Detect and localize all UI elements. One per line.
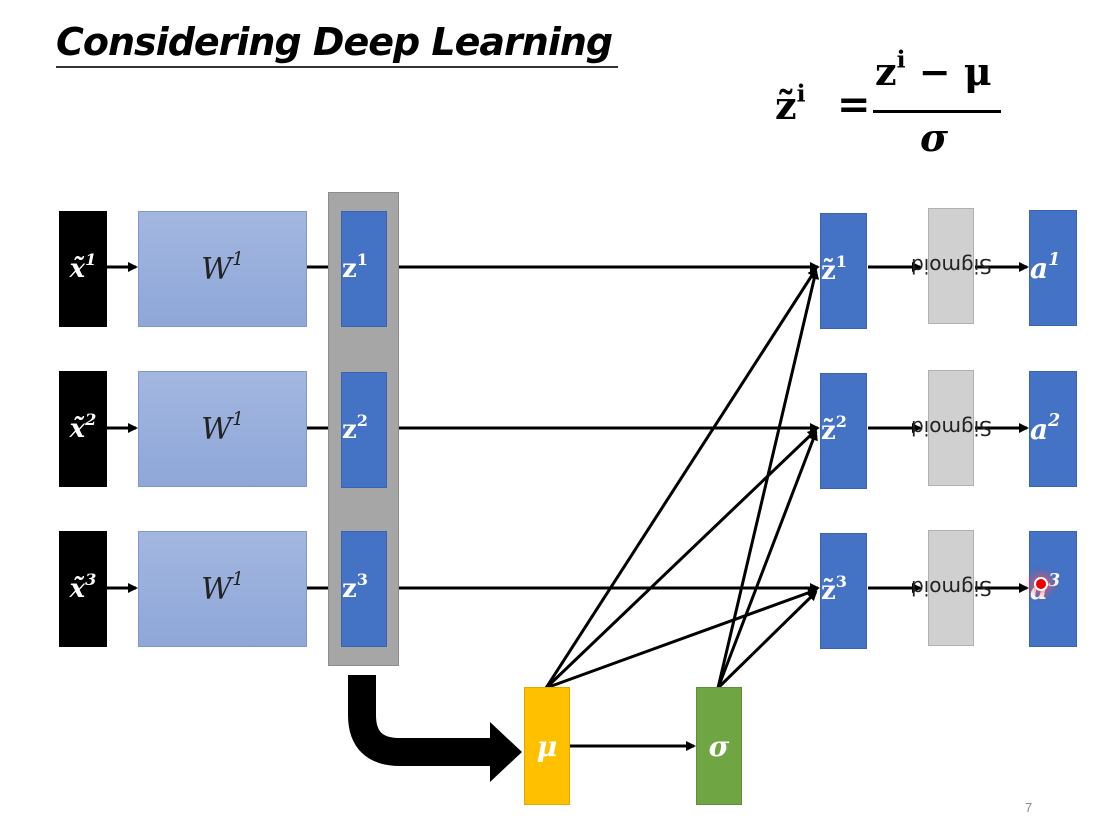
- mean-node: μ: [524, 687, 570, 805]
- weight-node-2-sup: 1: [232, 408, 244, 430]
- input-node-2-base: x̃: [69, 414, 86, 444]
- formula-num-rest: − μ: [905, 49, 992, 94]
- z-node-2-base: z: [342, 415, 357, 445]
- sigmoid-node-1-base: Sigmoid: [910, 254, 992, 278]
- weight-node-1-base: W: [201, 251, 232, 287]
- sigmoid-node-2-base: Sigmoid: [910, 416, 992, 440]
- z-node-1-sup: 1: [356, 249, 368, 269]
- formula-lhs-sup: i: [796, 79, 806, 108]
- output-node-2-label: a2: [1030, 410, 1061, 446]
- arrow-mean-to-znorm-1: [544, 267, 818, 689]
- z-node-3-base: z: [342, 574, 357, 604]
- formula-lhs: z̃i: [775, 82, 806, 128]
- weight-node-2: W1: [138, 371, 307, 487]
- input-node-2: x̃2: [59, 371, 107, 487]
- weight-node-3-sup: 1: [232, 568, 244, 590]
- z-normalized-node-3-sup: 3: [835, 571, 847, 591]
- z-normalized-node-3-label: z̃3: [821, 573, 847, 606]
- z-normalized-node-2-base: z̃: [821, 416, 836, 446]
- z-node-1-label: z1: [342, 251, 368, 284]
- input-node-2-label: x̃2: [69, 411, 97, 444]
- output-node-1-base: a: [1030, 251, 1049, 285]
- formula-equals: =: [837, 81, 871, 128]
- batch-stats-arrowhead: [490, 722, 522, 782]
- output-node-3-sup: 3: [1048, 570, 1061, 591]
- std-label: σ: [708, 729, 730, 763]
- formula-fraction-bar: [873, 110, 1001, 113]
- sigmoid-node-3: Sigmoid: [911, 530, 992, 646]
- sigmoid-node-3-base: Sigmoid: [910, 576, 992, 600]
- z-node-3-sup: 3: [356, 569, 368, 589]
- input-node-3-sup: 3: [85, 569, 97, 589]
- weight-node-1: W1: [138, 211, 307, 327]
- z-node-2-sup: 2: [356, 410, 368, 430]
- z-node-2-label: z2: [342, 412, 368, 445]
- arrow-mean-to-znorm-3: [545, 588, 818, 690]
- z-node-3: z3: [341, 531, 387, 647]
- sigmoid-node-3-label: Sigmoid: [911, 548, 992, 629]
- z-node-1-base: z: [342, 254, 357, 284]
- arrow-std-to-znorm-2: [716, 430, 818, 689]
- z-normalized-node-2: z̃2: [820, 373, 867, 489]
- formula-lhs-base: z̃: [775, 83, 797, 128]
- weight-node-3: W1: [138, 531, 307, 647]
- z-node-1: z1: [341, 211, 387, 327]
- slide-title: Considering Deep Learning: [56, 18, 619, 68]
- z-normalized-node-2-label: z̃2: [821, 413, 847, 446]
- arrow-std-to-znorm-1: [716, 269, 820, 689]
- output-node-1-label: a1: [1030, 249, 1061, 285]
- input-node-1-base: x̃: [69, 254, 86, 284]
- std-node: σ: [696, 687, 742, 805]
- arrow-mean-to-znorm-2: [544, 428, 818, 690]
- input-node-1: x̃1: [59, 211, 107, 327]
- z-node-2: z2: [341, 372, 387, 488]
- weight-node-1-sup: 1: [232, 248, 244, 270]
- weight-node-3-base: W: [201, 571, 232, 607]
- input-node-1-sup: 1: [85, 249, 97, 269]
- input-node-1-label: x̃1: [69, 251, 97, 284]
- z-normalized-node-3-base: z̃: [821, 576, 836, 606]
- weight-node-2-label: W1: [201, 408, 244, 447]
- formula-numerator: zi − μ: [875, 48, 992, 94]
- sigmoid-node-2: Sigmoid: [911, 370, 992, 486]
- weight-node-3-label: W1: [201, 568, 244, 607]
- sigmoid-node-2-label: Sigmoid: [911, 388, 992, 469]
- sigmoid-node-1: Sigmoid: [911, 208, 992, 324]
- batch-stats-arrow: [348, 675, 492, 766]
- output-node-2-sup: 2: [1048, 410, 1061, 431]
- weight-node-1-label: W1: [201, 248, 244, 287]
- pointer-indicator: [1034, 577, 1048, 591]
- output-node-1-sup: 1: [1048, 249, 1061, 270]
- input-node-2-sup: 2: [85, 409, 97, 429]
- output-node-2-base: a: [1030, 412, 1049, 446]
- z-normalized-node-1-sup: 1: [835, 251, 847, 271]
- output-node-1: a1: [1029, 210, 1077, 326]
- input-node-3-base: x̃: [69, 574, 86, 604]
- mean-label: μ: [536, 729, 558, 763]
- z-normalized-node-1-base: z̃: [821, 256, 836, 286]
- weight-node-2-base: W: [201, 411, 232, 447]
- output-node-2: a2: [1029, 371, 1077, 487]
- formula-denominator: σ: [920, 115, 949, 160]
- page-number: 7: [1025, 800, 1033, 815]
- z-normalized-node-1-label: z̃1: [821, 253, 847, 286]
- arrow-std-to-znorm-3: [716, 590, 818, 690]
- formula-num-sup: i: [896, 45, 906, 74]
- z-node-3-label: z3: [342, 571, 368, 604]
- z-normalized-node-1: z̃1: [820, 213, 867, 329]
- formula-num-base: z: [875, 49, 897, 94]
- input-node-3: x̃3: [59, 531, 107, 647]
- z-normalized-node-2-sup: 2: [835, 411, 847, 431]
- sigmoid-node-1-label: Sigmoid: [911, 226, 992, 307]
- z-normalized-node-3: z̃3: [820, 533, 867, 649]
- input-node-3-label: x̃3: [69, 571, 97, 604]
